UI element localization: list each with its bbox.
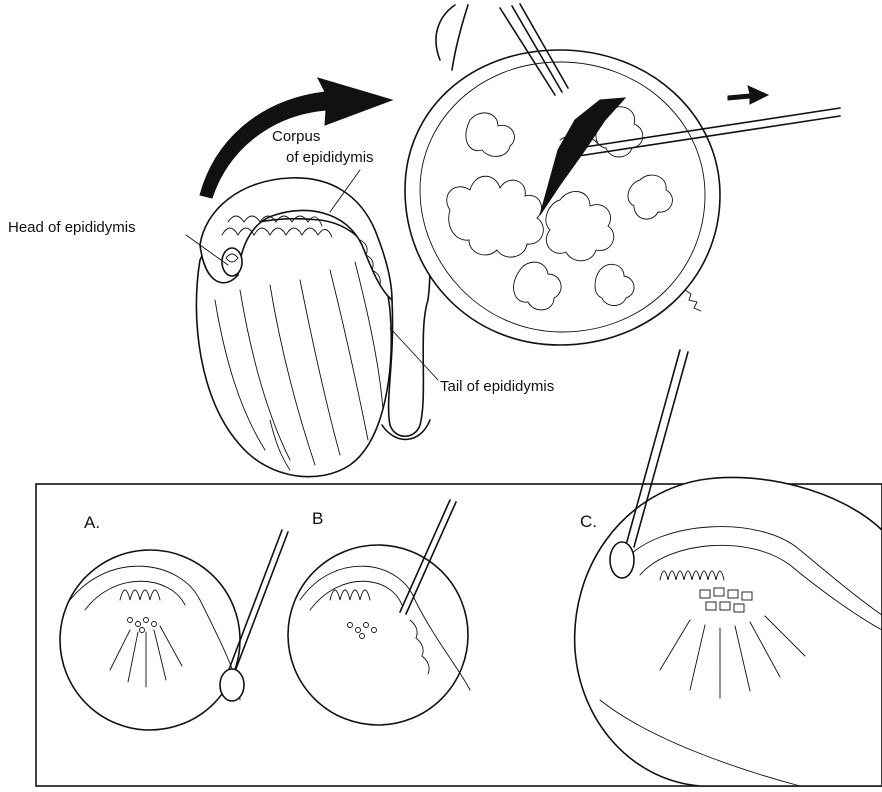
panel-c: C. [575,350,882,786]
corpus-label-line2: of epididymis [286,149,374,166]
corpus-label-line1: Corpus [272,128,320,145]
panel-c-label: C. [580,512,597,531]
tail-label: Tail of epididymis [440,378,554,395]
testis-figure [196,160,430,477]
direction-arrow [728,86,768,104]
panel-b: B [288,500,470,725]
opened-tunica-view [405,4,840,345]
head-label: Head of epididymis [8,219,136,236]
panel-a: A. [60,513,288,730]
label-head: Head of epididymis [8,219,228,265]
panel-b-label: B [312,509,323,528]
panel-a-label: A. [84,513,100,532]
